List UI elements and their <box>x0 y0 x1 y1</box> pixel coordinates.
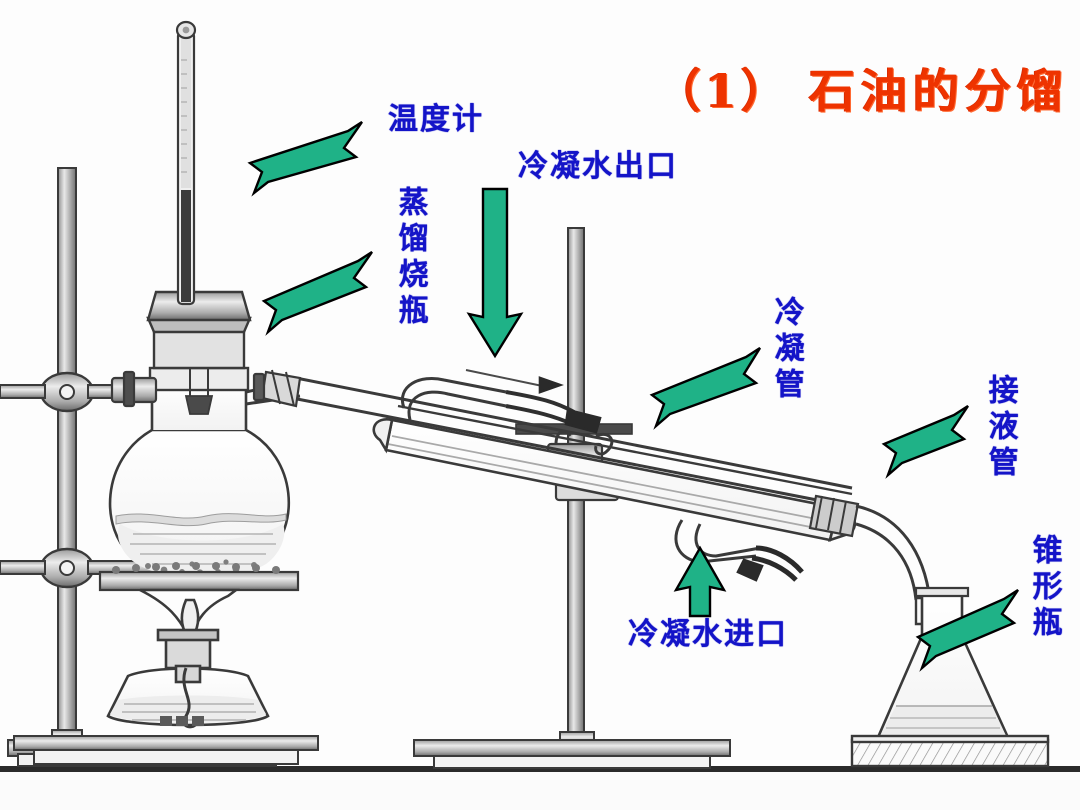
conical-flask <box>874 586 1013 744</box>
stand-base-left-plate <box>13 735 319 765</box>
wooden-block <box>850 734 1050 768</box>
arrow-to-thermometer <box>247 120 363 197</box>
label-thermometer: 温度计 <box>388 102 484 137</box>
label-adapter-tube: 接液管 <box>982 374 1018 482</box>
arrow-to-condenser <box>649 346 762 430</box>
adapter-tube <box>808 494 934 626</box>
arrow-to-cooling-water-inlet <box>673 545 727 618</box>
label-condenser: 冷凝管 <box>768 296 804 404</box>
condenser <box>291 369 857 582</box>
label-conical-flask: 锥形瓶 <box>1026 534 1062 642</box>
alcohol-burner <box>106 588 270 729</box>
distilling-flask <box>108 290 301 579</box>
flask-neck-clamp <box>110 370 158 408</box>
label-cooling-water-outlet: 冷凝水出口 <box>518 149 678 184</box>
label-distilling-flask: 蒸馏烧瓶 <box>392 186 428 330</box>
annotation-arrows <box>247 120 1019 672</box>
label-cooling-water-inlet: 冷凝水进口 <box>628 617 788 652</box>
ground-glass-joint-left <box>252 369 302 408</box>
thermometer <box>175 20 197 306</box>
title-number: （1） <box>655 64 792 118</box>
title-text: 石油的分馏 <box>809 64 1070 118</box>
arrow-to-cooling-water-outlet <box>466 187 524 359</box>
bench-surface <box>0 766 1080 810</box>
arrow-to-distilling-flask <box>261 250 373 336</box>
arrow-to-conical-flask <box>915 588 1019 672</box>
arrow-to-adapter-tube <box>881 404 969 479</box>
page-title: （1） 石油的分馏 <box>655 55 1069 121</box>
